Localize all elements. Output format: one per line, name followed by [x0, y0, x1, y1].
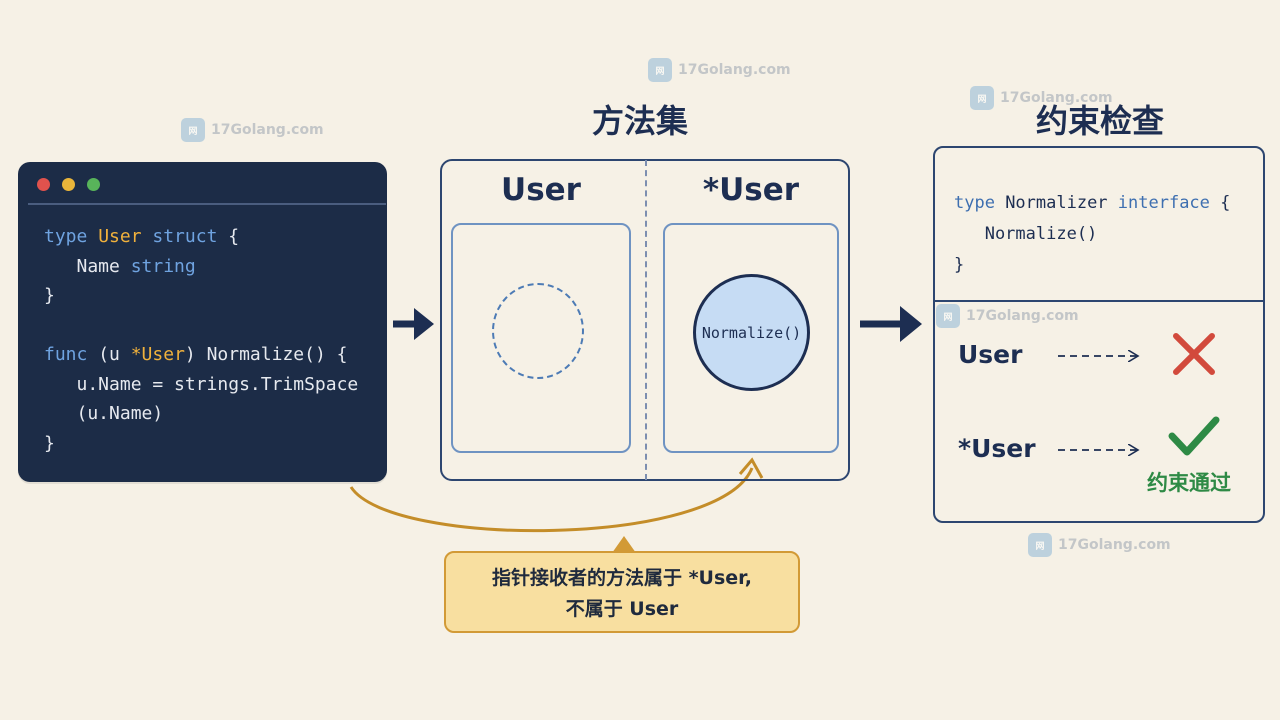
check-icon	[1168, 416, 1220, 456]
code-line: Name string	[44, 255, 196, 277]
code-line: type User struct {	[44, 226, 240, 247]
code-window	[18, 162, 387, 482]
code-line: (u.Name)	[44, 403, 164, 424]
watermark: 网 17Golang.com	[1028, 533, 1171, 557]
watermark-logo-icon: 网	[648, 58, 672, 82]
callout-pointer	[612, 536, 636, 553]
receiver-curve-arrow	[349, 467, 754, 533]
arrow-code-to-methodset	[393, 308, 434, 340]
window-maximize-dot	[87, 178, 100, 191]
methodset-separator	[645, 160, 647, 480]
code-body: type User struct { Name string} func (u *…	[44, 222, 358, 458]
watermark-logo-icon: 网	[970, 86, 994, 110]
interface-code: type Normalizer interface { Normalize() …	[954, 193, 1231, 275]
ptr-user-method-box	[663, 223, 839, 453]
methodset-title: 方法集	[591, 102, 688, 140]
code-line: }	[44, 285, 55, 306]
code-line: u.Name = strings.TrimSpace	[44, 373, 359, 395]
callout-text: 指针接收者的方法属于 *User, 不属于 User	[492, 567, 752, 620]
arrow-methodset-to-check	[860, 306, 922, 342]
user-column-label: User	[501, 172, 581, 208]
watermark: 网 17Golang.com	[970, 86, 1113, 110]
watermark: 网 17Golang.com	[936, 304, 1079, 328]
watermark-logo-icon: 网	[936, 304, 960, 328]
constraint-divider	[934, 300, 1264, 302]
code-line: func (u *User) Normalize() {	[44, 344, 348, 365]
check-title: 约束检查	[1035, 102, 1164, 140]
watermark: 网 17Golang.com	[648, 58, 791, 82]
ptr-user-column-label: *User	[702, 172, 800, 208]
pass-label: 约束通过	[1147, 471, 1231, 495]
watermark-logo-icon: 网	[181, 118, 205, 142]
window-minimize-dot	[62, 178, 75, 191]
code-line: }	[44, 432, 55, 454]
ptr-user-check-label: *User	[958, 434, 1036, 463]
code-window-divider	[28, 203, 386, 205]
constraint-box	[933, 146, 1265, 523]
window-close-dot	[37, 178, 50, 191]
callout-box	[444, 551, 800, 633]
cross-icon	[1173, 333, 1215, 375]
watermark: 网 17Golang.com	[181, 118, 324, 142]
user-method-box	[451, 223, 631, 453]
user-check-label: User	[958, 340, 1023, 369]
normalize-method-circle: Normalize()	[693, 274, 810, 391]
watermark-logo-icon: 网	[1028, 533, 1052, 557]
receiver-curve-arrowhead	[738, 457, 764, 479]
empty-method-circle	[492, 283, 584, 379]
